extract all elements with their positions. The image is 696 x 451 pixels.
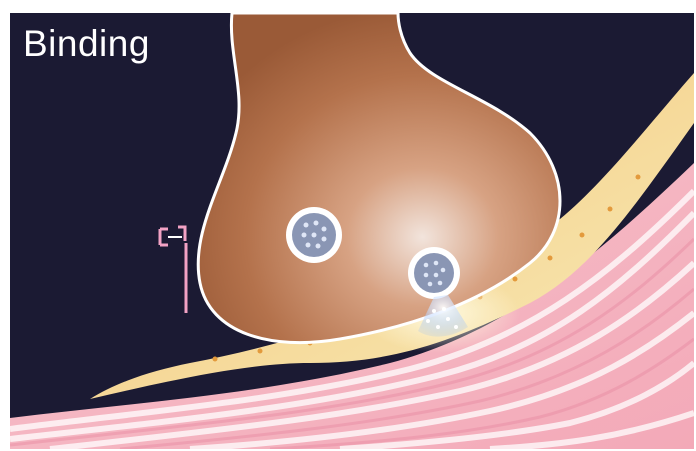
- synapse-illustration: [10, 13, 694, 449]
- vesicle-icon: [286, 207, 342, 263]
- binding-diagram: Binding: [10, 13, 694, 449]
- diagram-title: Binding: [23, 23, 150, 65]
- ion-channel-icon: [160, 227, 186, 313]
- fusing-vesicle-icon: [408, 247, 460, 299]
